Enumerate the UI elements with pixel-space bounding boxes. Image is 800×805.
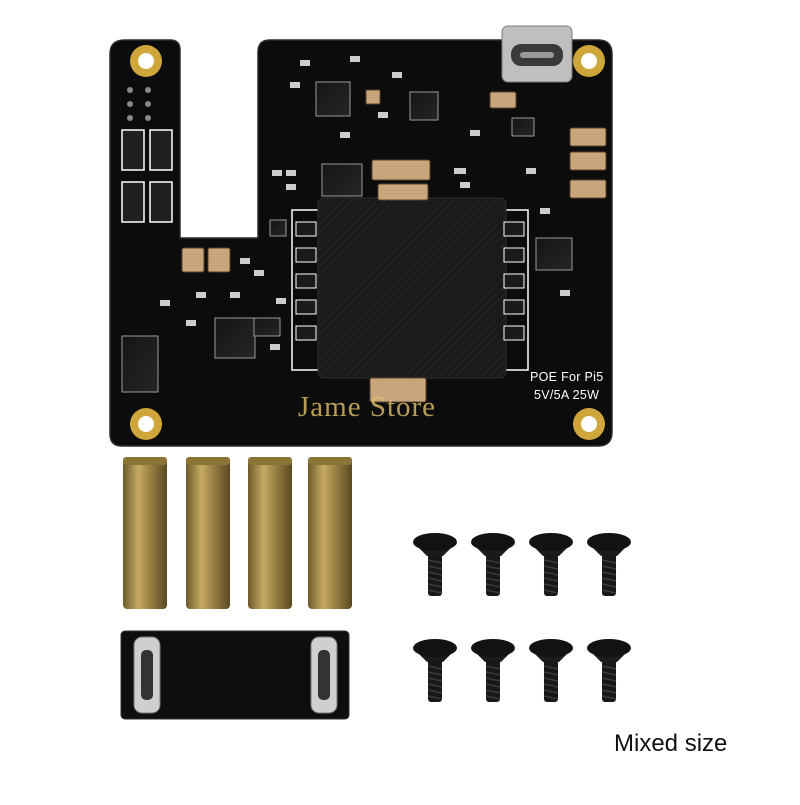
screw: [587, 639, 631, 702]
passive-components: [160, 56, 570, 350]
mounting-hole: [573, 408, 605, 440]
brass-standoff: [248, 457, 292, 609]
screw: [413, 639, 457, 702]
power-inductor: [291, 197, 529, 379]
integrated-circuits: [121, 81, 573, 393]
mounting-hole: [130, 45, 162, 77]
mounting-hole: [130, 408, 162, 440]
brass-standoff: [123, 457, 167, 609]
store-watermark: Jame Store: [298, 391, 437, 423]
board-model-label: POE For Pi5: [530, 370, 604, 384]
screw: [471, 639, 515, 702]
pcb-board: [109, 25, 613, 447]
screw: [471, 533, 515, 596]
size-caption: Mixed size: [614, 730, 728, 757]
screw-set: [413, 533, 631, 702]
screw: [529, 533, 573, 596]
screw: [413, 533, 457, 596]
usb-c-adapter-board: [120, 630, 350, 720]
board-rating-label: 5V/5A 25W: [534, 388, 600, 402]
usb-c-port: [501, 25, 573, 83]
screw: [587, 533, 631, 596]
screw: [529, 639, 573, 702]
brass-standoff: [186, 457, 230, 609]
capacitors: [181, 89, 607, 403]
brass-standoff: [308, 457, 352, 609]
mounting-hole: [573, 45, 605, 77]
left-strip-components: [121, 87, 173, 223]
